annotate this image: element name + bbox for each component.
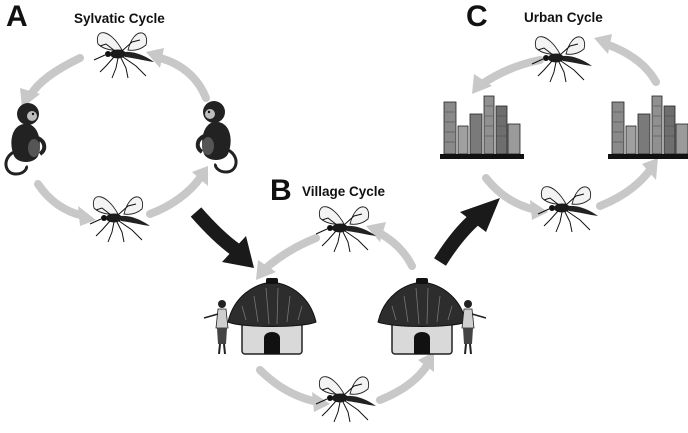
village-cycle-arrow <box>374 228 416 270</box>
person-icon <box>461 299 487 355</box>
village-cycle-arrow <box>256 366 322 406</box>
transition-arrow-sylvatic-to-village <box>190 207 254 268</box>
sylvatic-cycle-arrow <box>34 180 88 220</box>
mosquito-icon <box>531 36 593 83</box>
urban-cycle-arrow <box>596 166 654 210</box>
sylvatic-cycle-arrow <box>156 54 210 102</box>
mosquito-icon <box>89 196 151 243</box>
mosquito-icon <box>315 206 377 253</box>
panel-title-urban: Urban Cycle <box>524 10 603 25</box>
village-cycle-arrow <box>262 234 320 272</box>
panel-letter-b: B <box>270 174 292 207</box>
urban-cycle-arrow <box>478 56 544 88</box>
cycle-arrowheads <box>20 34 658 412</box>
sylvatic-cycle-arrow <box>26 54 84 100</box>
mosquito-icon <box>315 376 377 423</box>
panel-letter-a: A <box>6 0 28 33</box>
monkey-icon <box>195 99 239 174</box>
person-icon <box>203 299 229 355</box>
transition-arrow-village-to-urban <box>434 198 500 266</box>
village-cycle-arrow <box>376 360 432 404</box>
mosquito-icon <box>93 32 155 79</box>
urban-cycle-arrow <box>602 40 660 86</box>
panel-letter-c: C <box>466 0 488 33</box>
hut-icon <box>227 277 317 355</box>
panel-title-village: Village Cycle <box>302 184 386 199</box>
monkey-icon <box>3 101 47 176</box>
mosquito-icon <box>537 186 599 233</box>
city-skyline-icon <box>439 95 525 160</box>
city-skyline-icon <box>607 95 688 160</box>
hut-icon <box>377 277 467 355</box>
panel-title-sylvatic: Sylvatic Cycle <box>74 11 165 26</box>
sylvatic-cycle-arrow <box>146 174 204 218</box>
